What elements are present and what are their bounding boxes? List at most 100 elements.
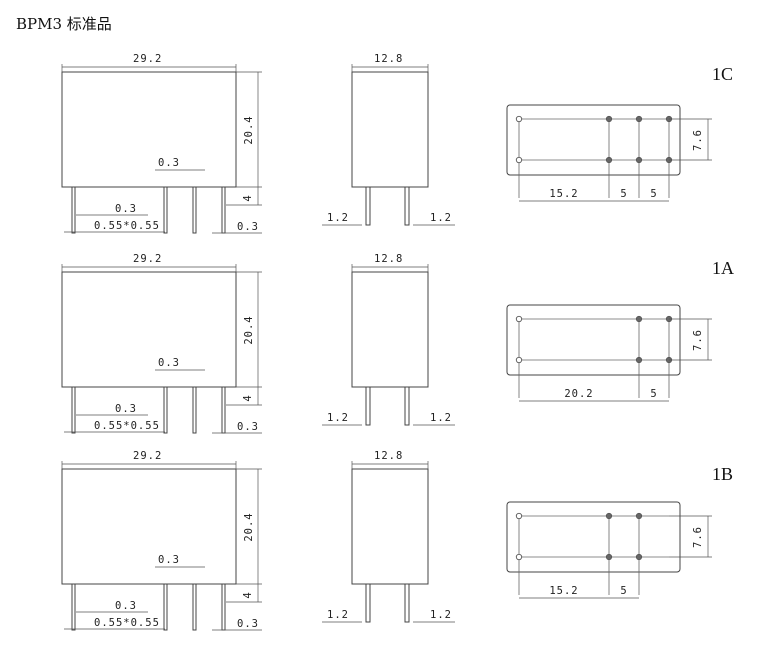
relay-body-side — [351, 71, 429, 188]
body-width-label: 29.2 — [133, 53, 162, 65]
pin-hole — [635, 115, 643, 123]
pin-section-label: 0.55*0.55 — [94, 420, 160, 432]
side-pin-gap-label: 1.2 — [327, 609, 349, 621]
pin-hole — [635, 553, 643, 561]
pin-hole — [515, 512, 523, 520]
pin — [221, 186, 226, 234]
pin-hole — [635, 156, 643, 164]
variant-label: 1B — [712, 464, 733, 484]
footprint-height-label: 7.6 — [692, 129, 704, 151]
pin-offset-label: 0.3 — [115, 600, 137, 612]
pin-offset-label: 0.3 — [237, 221, 259, 233]
pin-hole — [635, 512, 643, 520]
side-width-label: 12.8 — [374, 253, 403, 265]
side-pin-gap-label: 1.2 — [327, 412, 349, 424]
pin-hole — [605, 512, 613, 520]
pin-hole — [515, 156, 523, 164]
side-pin-gap-label: 1.2 — [430, 412, 452, 424]
pin-hole — [515, 356, 523, 364]
footprint-outline — [506, 304, 681, 376]
side-pin-gap-label: 1.2 — [430, 609, 452, 621]
relay-body-front — [61, 71, 237, 188]
pin-offset-label: 0.3 — [158, 157, 180, 169]
pin-hole — [605, 553, 613, 561]
spacing-label: 20.2 — [564, 388, 593, 400]
pin-hole — [515, 553, 523, 561]
variant-label: 1C — [712, 64, 733, 84]
footprint-outline — [506, 501, 681, 573]
side-width-label: 12.8 — [374, 450, 403, 462]
pin-offset-label: 0.3 — [115, 203, 137, 215]
pin-hole — [515, 315, 523, 323]
pcb-footprint: 7.6 15.2 5 — [506, 501, 712, 599]
pin — [365, 186, 371, 226]
footprint-height-label: 7.6 — [692, 526, 704, 548]
footprint-outline — [506, 104, 681, 176]
side-view: 12.8 1.2 1.2 — [322, 450, 455, 623]
pin-hole — [635, 315, 643, 323]
side-view: 12.8 1.2 1.2 — [322, 253, 455, 426]
pin — [163, 186, 168, 234]
side-pin-gap-label: 1.2 — [430, 212, 452, 224]
pin-length-label: 4 — [242, 194, 254, 201]
variant-row-1a: 29.2 20.4 4 0.3 0.3 0.55*0.55 0.3 12.8 1.2 1.2 1A 7… — [61, 253, 734, 434]
body-height-label: 20.4 — [243, 315, 255, 344]
pin-offset-label: 0.3 — [237, 421, 259, 433]
relay-body-side — [351, 468, 429, 585]
pin — [404, 386, 410, 426]
side-width-label: 12.8 — [374, 53, 403, 65]
pin — [404, 583, 410, 623]
relay-body-front — [61, 271, 237, 388]
pin-offset-label: 0.3 — [158, 357, 180, 369]
drawing-title: BPM3 标准品 — [16, 15, 112, 33]
pin-hole — [635, 356, 643, 364]
pin — [221, 386, 226, 434]
pin-hole — [605, 156, 613, 164]
pin-section-label: 0.55*0.55 — [94, 220, 160, 232]
spacing-label: 5 — [620, 188, 627, 200]
spacing-label: 5 — [650, 188, 657, 200]
spacing-label: 15.2 — [549, 188, 578, 200]
side-view: 12.8 1.2 1.2 — [322, 53, 455, 226]
pin — [365, 386, 371, 426]
footprint-height-label: 7.6 — [692, 329, 704, 351]
spacing-label: 15.2 — [549, 585, 578, 597]
pin — [71, 386, 76, 434]
relay-body-front — [61, 468, 237, 585]
body-width-label: 29.2 — [133, 253, 162, 265]
pin-offset-label: 0.3 — [115, 403, 137, 415]
pin — [192, 186, 197, 234]
pin — [365, 583, 371, 623]
body-height-label: 20.4 — [243, 115, 255, 144]
pin — [192, 583, 197, 631]
pin-hole — [515, 115, 523, 123]
relay-body-side — [351, 271, 429, 388]
pcb-footprint: 7.6 15.2 5 5 — [506, 104, 712, 202]
pin — [71, 583, 76, 631]
pin — [404, 186, 410, 226]
pin-hole — [605, 115, 613, 123]
pin — [163, 386, 168, 434]
pin — [192, 386, 197, 434]
pin — [163, 583, 168, 631]
front-view: 29.2 20.4 4 0.3 0.3 0.55*0.55 0.3 — [61, 53, 262, 234]
pin-offset-label: 0.3 — [237, 618, 259, 630]
body-width-label: 29.2 — [133, 450, 162, 462]
pin-offset-label: 0.3 — [158, 554, 180, 566]
side-pin-gap-label: 1.2 — [327, 212, 349, 224]
spacing-label: 5 — [620, 585, 627, 597]
pcb-footprint: 7.6 20.2 5 — [506, 304, 712, 402]
body-height-label: 20.4 — [243, 512, 255, 541]
pin-length-label: 4 — [242, 591, 254, 598]
front-view: 29.2 20.4 4 0.3 0.3 0.55*0.55 0.3 — [61, 450, 262, 631]
spacing-label: 5 — [650, 388, 657, 400]
pin — [221, 583, 226, 631]
variant-label: 1A — [712, 258, 734, 278]
front-view: 29.2 20.4 4 0.3 0.3 0.55*0.55 0.3 — [61, 253, 262, 434]
pin-length-label: 4 — [242, 394, 254, 401]
pin-section-label: 0.55*0.55 — [94, 617, 160, 629]
